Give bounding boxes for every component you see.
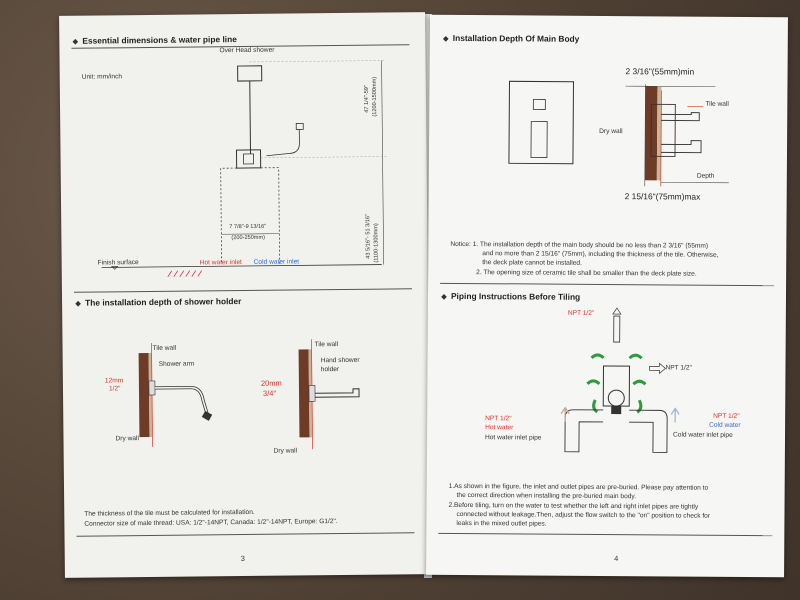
notice-line-1c: the deck plate cannot be installed.	[482, 259, 582, 267]
right-page: Installation Depth Of Main Body 2 3/16"(…	[426, 14, 788, 578]
left-page: Essential dimensions & water pipe line U…	[59, 12, 431, 578]
piping-diagram	[560, 307, 680, 453]
overhead-shower-head-shape	[237, 65, 263, 82]
depth-a-mm: 12mm	[104, 377, 124, 385]
tile-wall-label: Tile wall	[705, 100, 729, 108]
max-depth-label: 2 15/16"(75mm)max	[624, 191, 701, 202]
npt-right-label: NPT 1/2"	[665, 364, 692, 372]
wall-a-shape	[138, 353, 150, 438]
hand-shower-label-2: holder	[320, 366, 340, 374]
npt-left-label: NPT 1/2"	[485, 415, 512, 423]
tile-wall-label-a: Tile wall	[152, 344, 177, 352]
footer-rule	[438, 532, 773, 537]
hand-shower-label-1: Hand shower	[320, 356, 360, 365]
page-number-right: 4	[614, 554, 619, 564]
depth-label: Depth	[696, 172, 715, 180]
cold-water-label: Cold water	[709, 421, 741, 429]
deck-plate-shape	[508, 80, 574, 165]
depth-a-in: 1/2"	[108, 385, 121, 393]
dim-vertical-bottom: 43 5/16"- 51 3/16"	[365, 213, 372, 259]
tile-thickness-note: The thickness of the tile must be calcul…	[84, 508, 255, 518]
hot-water-inlet-label: Hot water inlet	[199, 259, 242, 267]
dry-wall-label-b: Dry wall	[273, 447, 298, 455]
dry-wall-label: Dry wall	[599, 127, 623, 136]
dim-vertical-bottom-mm: (1100-1300mm)	[373, 223, 380, 263]
tile-wall-label-b: Tile wall	[314, 341, 339, 349]
page-number-left: 3	[240, 554, 245, 564]
shower-holder-diagram	[138, 339, 360, 450]
depth-b-mm: 20mm	[260, 378, 282, 388]
section-divider	[73, 288, 412, 293]
wall-b-shape	[298, 349, 310, 438]
dim-vertical-top: 47 1/4"-59"	[363, 85, 371, 113]
dim-horizontal-mm: (200-250mm)	[231, 234, 266, 242]
npt-top-label: NPT 1/2"	[567, 309, 595, 317]
main-body-diagram	[508, 80, 729, 187]
npt-cold-label: NPT 1/2"	[713, 412, 740, 420]
finish-surface-label: Finish surface	[97, 259, 139, 267]
section-title-piping: Piping Instructions Before Tiling	[441, 291, 580, 302]
cold-water-inlet-label: Cold water inlet	[253, 258, 300, 266]
connector-size-note: Connector size of male thread: USA: 1/2"…	[84, 518, 338, 528]
dimensions-diagram	[101, 60, 387, 277]
hot-water-inlet-pipe-label: Hot water inlet pipe	[484, 434, 542, 442]
section-divider	[440, 282, 775, 287]
depth-b-in: 3/4"	[262, 388, 277, 398]
bullet-icon	[441, 293, 447, 300]
dim-vertical-top-mm: (1200-1500mm)	[371, 76, 379, 117]
shower-arm-label: Shower arm	[158, 360, 195, 368]
section-title-shower-holder: The installation depth of shower holder	[75, 296, 241, 308]
cold-water-inlet-pipe-label: Cold water inlet pipe	[673, 431, 733, 439]
dim-horizontal: 7 7/8"-9 13/16"	[229, 223, 267, 231]
dry-wall-label-a: Dry wall	[115, 435, 139, 443]
notice-line-2: 2. The opening size of ceramic tile shal…	[476, 269, 697, 278]
hot-water-label: Hot water	[485, 424, 514, 432]
bullet-icon	[75, 300, 81, 307]
instruction-2c: leaks in the mixed outlet pipes.	[456, 519, 547, 528]
instruction-1b: the correct direction when installing th…	[456, 491, 637, 501]
footer-rule	[76, 532, 415, 537]
